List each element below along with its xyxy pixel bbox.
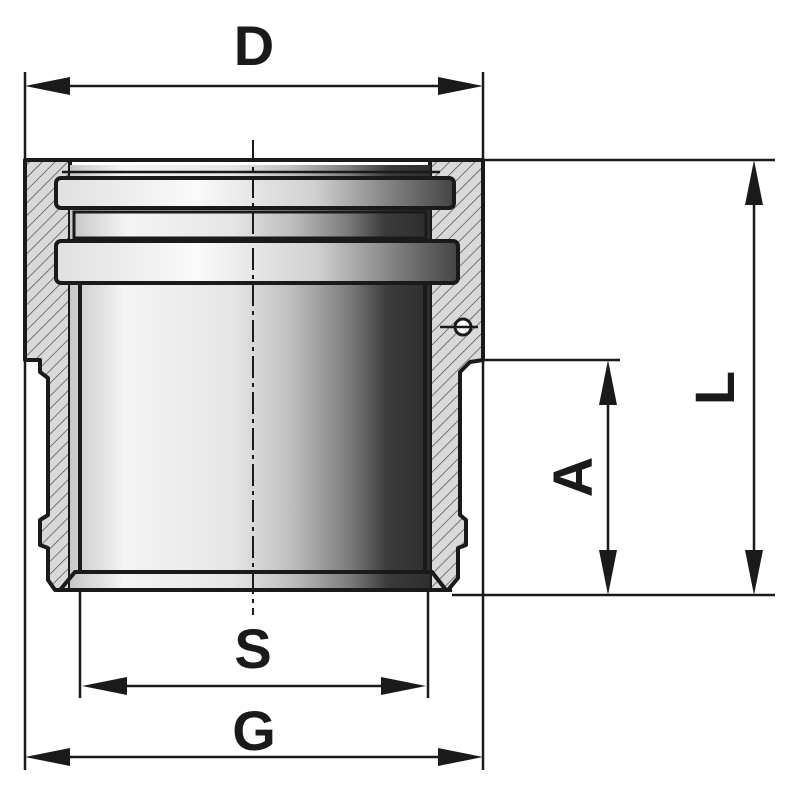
left-wall-section xyxy=(23,158,72,592)
dimension-A: A xyxy=(483,358,620,595)
dimension-L: L xyxy=(452,158,775,597)
dimension-L-label: L xyxy=(683,371,746,405)
dimension-D: D xyxy=(23,14,485,770)
dimension-G: G xyxy=(25,699,483,766)
dimension-S-label: S xyxy=(234,617,271,680)
dimension-S: S xyxy=(78,590,430,698)
lower-seal-groove xyxy=(54,239,460,285)
right-wall-section xyxy=(428,158,485,592)
upper-seal-groove xyxy=(54,176,456,210)
dimension-A-label: A xyxy=(541,457,604,497)
dimension-D-label: D xyxy=(234,14,274,77)
dimension-G-label: G xyxy=(232,699,276,762)
